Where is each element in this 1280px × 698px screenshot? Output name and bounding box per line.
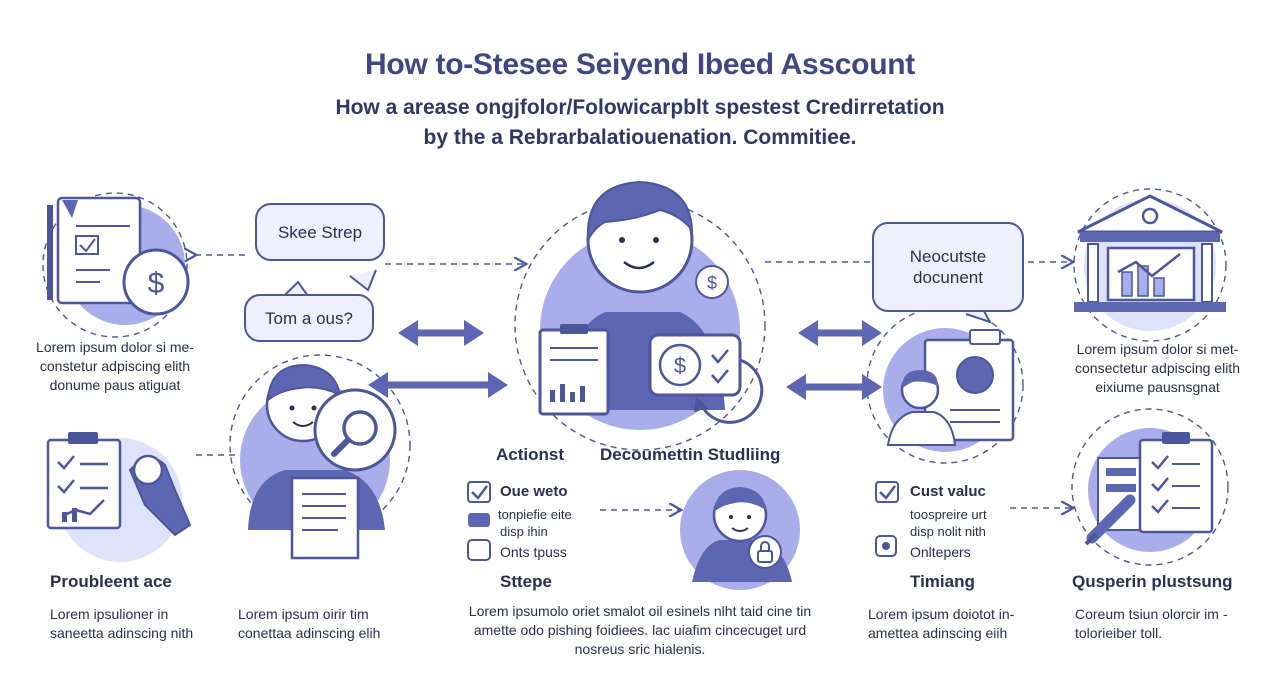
text-line: eixiume pausnsgnat (1095, 379, 1220, 395)
checklist-item: Oue weto (500, 483, 568, 500)
checklist-item: Onltepers (910, 544, 971, 560)
checklist-subtext: tonpiefie eite (498, 507, 572, 522)
person-lock-icon (680, 470, 800, 590)
bubble-label-line-1: Neocutste (909, 247, 987, 266)
text-line: amette odo pishing foidiees. lac uiafim … (473, 622, 807, 638)
text-line: consectetur adpiscing elith (1075, 360, 1240, 376)
subtitle-line-2: by the a Rebrarbalatiouenation. Commitie… (423, 126, 857, 149)
checklist-subtext: disp ihin (500, 524, 548, 539)
checklist-item: Cust valuc (910, 483, 986, 500)
bank-building-icon (1074, 194, 1226, 331)
text-line: constetur adpiscing elith (39, 358, 191, 374)
bubble-label: Tom a ous? (265, 308, 353, 328)
right-mid-description: Lorem ipsum doiotot in- amettea adinscin… (868, 605, 1058, 643)
subtitle-line-1: How a arease ongjfolor/Folowicarpblt spe… (335, 96, 945, 119)
text-line: saneetta adinscing nith (50, 625, 194, 641)
left-mid-description: Lorem ipsum oirir tim conettaa adinscing… (238, 605, 438, 643)
timiang-heading: Timiang (910, 572, 975, 591)
text-line: Lorem ipsum doiotot in- (868, 606, 1015, 622)
text-line: Lorem ipsum dolor si met- (1076, 341, 1239, 357)
bubble-skee-step: Skee Strep (255, 203, 385, 261)
text-line: Lorem ipsum dolor si me- (36, 339, 194, 355)
text-line: conettaa adinscing elih (238, 625, 381, 641)
center-checklist-icons (467, 481, 491, 561)
center-description: Lorem ipsumolo oriet smalot oil esinels … (440, 602, 840, 659)
person-magnifier-icon (240, 363, 397, 560)
checklist-subtext: toospreire urt (910, 507, 987, 522)
checklist-board-icon (46, 432, 192, 562)
checklist-subtext: disp nolit nith (910, 524, 986, 539)
stepe-heading: Sttepe (500, 572, 552, 591)
right-bottom-description: Coreum tsiun olorcir im - tolorieiber to… (1075, 605, 1265, 643)
right-top-description: Lorem ipsum dolor si met- consectetur ad… (1050, 340, 1265, 397)
bidirectional-arrows (368, 320, 882, 400)
right-checklist-icons (875, 481, 899, 557)
bubble-tom-a-ous: Tom a ous? (244, 294, 374, 342)
text-line: Lorem ipsulioner in (50, 606, 169, 622)
text-line: Coreum tsiun olorcir im - (1075, 606, 1228, 622)
svg-text:$: $ (148, 267, 165, 300)
bubble-label: Skee Strep (277, 222, 363, 242)
left-bottom-heading: Proubleent ace (50, 572, 172, 591)
decoumettin-label: Decoumettin Studliing (600, 445, 781, 464)
right-checklist: Cust valuc toospreire urt disp nolit nit… (910, 482, 1030, 561)
text-line: tolorieiber toll. (1075, 625, 1163, 641)
text-line: amettea adinscing eiih (868, 625, 1008, 641)
left-top-description: Lorem ipsum dolor si me- constetur adpis… (10, 338, 220, 395)
bubble-tail (349, 269, 377, 292)
center-checklist: Oue weto tonpiefie eite disp ihin Onts t… (498, 482, 620, 561)
text-line: donume paus atiguat (49, 377, 181, 393)
center-person-icon: $ $ (538, 180, 764, 430)
text-line: Lorem ipsumolo oriet smalot oil esinels … (468, 603, 812, 619)
bubble-label-line-2: docunent (913, 268, 983, 287)
checklist-item: Onts tpuss (500, 544, 567, 560)
text-line: Lorem ipsum oirir tim (238, 606, 369, 622)
clipboard-coin-icon: $ (47, 196, 190, 325)
page-title: How to-Stesee Seiyend Ibeed Asscount (365, 48, 915, 81)
text-line: nosreus sric hialenis. (574, 641, 706, 657)
bubble-neocutste-document: Neocutste docunent (872, 222, 1024, 312)
svg-text:$: $ (674, 353, 686, 378)
actionst-label: Actionst (496, 445, 564, 464)
bubble-tail (283, 280, 309, 297)
right-bottom-heading: Qusperin plustsung (1072, 572, 1233, 591)
person-document-icon (883, 328, 1015, 452)
svg-text:$: $ (707, 273, 717, 293)
checklist-pen-icon (1084, 428, 1214, 552)
left-bottom-description: Lorem ipsulioner in saneetta adinscing n… (50, 605, 240, 643)
